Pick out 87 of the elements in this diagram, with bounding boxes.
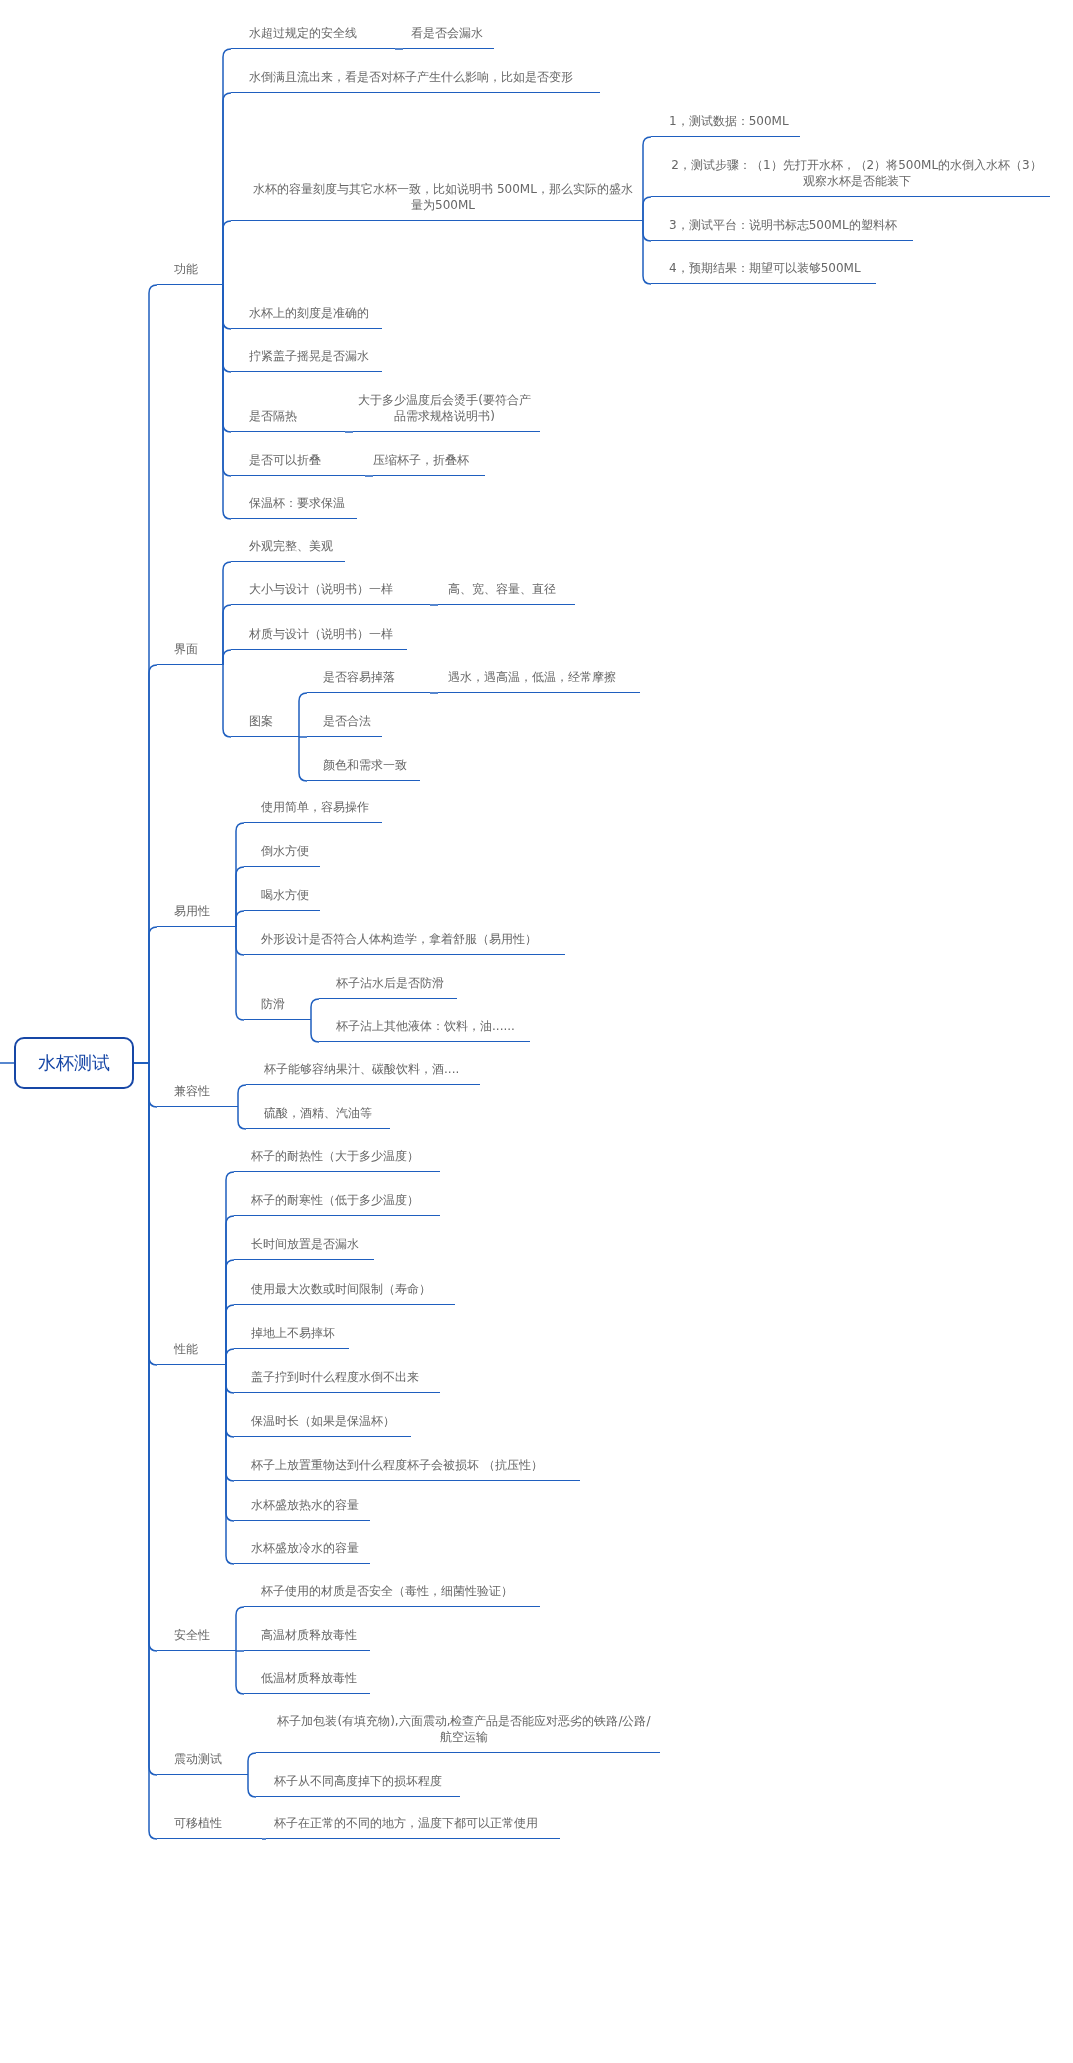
branch-line [235, 910, 245, 928]
topic-label: 杯子使用的材质是否安全（毒性，细菌性验证） [244, 1583, 540, 1607]
topic-label: 水杯盛放冷水的容量 [234, 1540, 370, 1564]
topic-label: 功能 [157, 261, 223, 285]
topic-label: 喝水方便 [244, 887, 320, 911]
topic-label: 大小与设计（说明书）一样 [231, 581, 430, 605]
topic-label: 安全性 [157, 1627, 236, 1651]
branch-line [429, 604, 439, 606]
branch-line [642, 220, 652, 285]
topic-label: 震动测试 [157, 1751, 248, 1775]
topic-label: 性能 [157, 1341, 226, 1365]
topic-label: 倒水方便 [244, 843, 320, 867]
topic-label: 图案 [231, 713, 299, 737]
branch-line [642, 196, 652, 222]
topic-label: 材质与设计（说明书）一样 [231, 626, 407, 650]
topic-label: 长时间放置是否漏水 [234, 1236, 374, 1260]
topic-label: 是否可以折叠 [231, 452, 365, 476]
branch-line [310, 998, 320, 1021]
branch-line [298, 736, 308, 738]
topic-label: 可移植性 [157, 1815, 262, 1839]
topic-label: 杯子沾上其他液体：饮料，油...... [319, 1018, 530, 1042]
topic-label: 3，测试平台：说明书标志500ML的塑料杯 [651, 217, 913, 241]
topic-label: 拧紧盖子摇晃是否漏水 [231, 348, 382, 372]
topic-label: 杯子加包装(有填充物),六面震动,检查产品是否能应对恶劣的铁路/公路/航空运输 [256, 1713, 660, 1753]
topic-label: 杯子的耐热性（大于多少温度） [234, 1148, 440, 1172]
branch-line [0, 1062, 15, 1064]
branch-line [344, 431, 354, 433]
branch-line [222, 284, 232, 520]
topic-label: 是否合法 [307, 713, 382, 737]
branch-line [364, 475, 374, 477]
topic-label: 水杯上的刻度是准确的 [231, 305, 382, 329]
branch-line [298, 692, 308, 738]
branch-line [235, 1650, 245, 1652]
topic-label: 易用性 [157, 903, 236, 927]
topic-label: 界面 [157, 641, 223, 665]
branch-line [247, 1774, 257, 1798]
branch-line [237, 1106, 247, 1130]
branch-line [222, 220, 232, 286]
branch-line [235, 1650, 245, 1695]
topic-label: 看是否会漏水 [403, 25, 494, 49]
topic-label: 是否隔热 [231, 408, 345, 432]
topic-label: 遇水，遇高温，低温，经常摩擦 [438, 669, 640, 693]
branch-line [298, 736, 308, 782]
branch-line [247, 1752, 257, 1776]
branch-line [235, 926, 245, 1021]
topic-label: 外形设计是否符合人体构造学，拿着舒服（易用性） [244, 931, 565, 955]
topic-label: 水倒满且流出来，看是否对杯子产生什么影响，比如是否变形 [231, 69, 600, 93]
topic-label: 掉地上不易摔坏 [234, 1325, 349, 1349]
topic-label: 高温材质释放毒性 [244, 1627, 370, 1651]
topic-label: 杯子从不同高度掉下的损坏程度 [256, 1773, 460, 1797]
topic-label: 外观完整、美观 [231, 538, 345, 562]
branch-line [225, 1364, 235, 1565]
topic-label: 压缩杯子，折叠杯 [373, 452, 485, 476]
topic-label: 1，测试数据：500ML [651, 113, 800, 137]
topic-label: 高、宽、容量、直径 [438, 581, 575, 605]
topic-label: 保温时长（如果是保温杯） [234, 1413, 411, 1437]
topic-label: 2，测试步骤：（1）先打开水杯，（2）将500ML的水倒入水杯（3）观察水杯是否能装下 [651, 157, 1050, 197]
branch-line [225, 1348, 235, 1366]
topic-label: 大于多少温度后会烫手(要符合产品需求规格说明书) [353, 392, 540, 432]
topic-label: 杯子上放置重物达到什么程度杯子会被损坏 （抗压性） [234, 1457, 580, 1481]
topic-label: 使用最大次数或时间限制（寿命） [234, 1281, 455, 1305]
topic-label: 兼容性 [157, 1083, 238, 1107]
topic-label: 杯子沾水后是否防滑 [319, 975, 457, 999]
topic-label: 水杯的容量刻度与其它水杯一致，比如说明书 500ML，那么实际的盛水量为500ML [231, 181, 643, 221]
topic-label: 盖子拧到时什么程度水倒不出来 [234, 1369, 440, 1393]
topic-label: 水超过规定的安全线 [231, 25, 395, 49]
branch-line [310, 1019, 320, 1043]
branch-line [222, 664, 232, 738]
topic-label: 杯子在正常的不同的地方，温度下都可以正常使用 [266, 1815, 560, 1839]
topic-label: 硫酸，酒精、汽油等 [246, 1105, 390, 1129]
topic-label: 4，预期结果：期望可以装够500ML [651, 260, 876, 284]
topic-label: 杯子能够容纳果汁、碳酸饮料，酒.... [246, 1061, 480, 1085]
branch-line [394, 48, 404, 50]
topic-label: 颜色和需求一致 [307, 757, 420, 781]
topic-label: 杯子的耐寒性（低于多少温度） [234, 1192, 440, 1216]
topic-label: 使用简单，容易操作 [244, 799, 382, 823]
central-topic-box: 水杯测试 [14, 1037, 134, 1089]
branch-line [237, 1084, 247, 1108]
branch-line [429, 692, 439, 694]
topic-label: 保温杯：要求保温 [231, 495, 357, 519]
topic-label: 防滑 [244, 996, 311, 1020]
topic-label: 是否容易掉落 [307, 669, 430, 693]
topic-label: 低温材质释放毒性 [244, 1670, 370, 1694]
branch-line [261, 1838, 267, 1840]
branch-line [235, 1606, 245, 1652]
topic-label: 水杯盛放热水的容量 [234, 1497, 370, 1521]
branch-line [222, 649, 232, 666]
